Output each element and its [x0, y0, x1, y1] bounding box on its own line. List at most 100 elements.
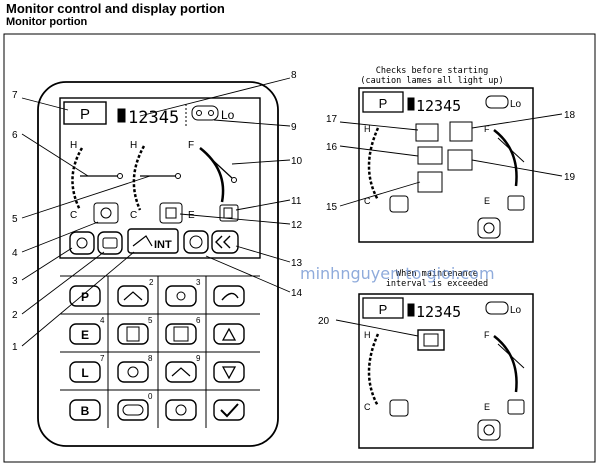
auto-decel-button: [97, 231, 123, 255]
mode-letter: P: [80, 106, 90, 123]
maint-note-1: When maintenance: [396, 269, 478, 279]
check-icon-engine-oil: [415, 123, 439, 142]
hydraulic-oil-icon: [159, 202, 183, 224]
key-6-maintenance: [165, 323, 197, 345]
svg-text:H: H: [364, 124, 371, 134]
callout-19: 19: [564, 172, 576, 183]
check-icon-oil-pressure: [417, 171, 443, 193]
svg-text:E: E: [81, 328, 89, 342]
svg-text:F: F: [484, 330, 490, 340]
svg-text:P: P: [379, 96, 388, 111]
key-l: [69, 361, 101, 383]
svg-text:C: C: [130, 210, 137, 221]
check-icon-charge: [417, 146, 443, 165]
svg-text:0: 0: [148, 392, 153, 401]
svg-text:6: 6: [196, 316, 201, 325]
leader-lines: [21, 77, 563, 347]
checks-panel: Checks before starting (caution lames al…: [358, 66, 534, 243]
svg-text:H: H: [130, 140, 137, 151]
key-return: [213, 285, 245, 307]
travel-speed-button: [69, 231, 95, 255]
callout-1: 1: [12, 342, 18, 353]
callout-20: 20: [318, 316, 330, 327]
callout-5: 5: [12, 214, 18, 225]
svg-text:C: C: [364, 196, 371, 206]
fuel-level-icon: [219, 204, 239, 222]
key-3-light: [165, 285, 197, 307]
callout-9: 9: [291, 122, 297, 133]
monitor-screen: [59, 97, 261, 259]
engine-oil-pressure-icon: [93, 202, 119, 224]
maint-note-2: interval is exceeded: [386, 279, 488, 289]
callout-6: 6: [12, 130, 18, 141]
svg-text:E: E: [484, 402, 490, 412]
callout-12: 12: [291, 220, 303, 231]
lo-indicator: [191, 105, 219, 121]
svg-text:E: E: [188, 210, 195, 221]
lo-label: Lo: [221, 108, 235, 122]
fuel-gauge-arc: [199, 147, 225, 203]
hour-meter: 12345: [128, 108, 179, 128]
int-label: INT: [154, 239, 172, 251]
callout-18: 18: [564, 110, 576, 121]
checks-note-1: Checks before starting: [376, 66, 489, 76]
key-b: [69, 399, 101, 421]
callout-13: 13: [291, 258, 303, 269]
svg-text:C: C: [364, 402, 371, 412]
maintenance-panel: When maintenance interval is exceeded P …: [358, 269, 534, 449]
wiper-int-button: [127, 228, 179, 254]
page-subtitle: Monitor portion: [6, 16, 88, 28]
key-8-swing: [117, 361, 149, 383]
key-5-menu: [117, 323, 149, 345]
callout-2: 2: [12, 310, 18, 321]
main-monitor: P 12345 Lo H H F C C E IN: [37, 81, 279, 447]
svg-text:3: 3: [196, 278, 201, 287]
key-p: [69, 285, 101, 307]
oil-gauge-arc: [132, 145, 146, 211]
monitor-housing: [37, 81, 279, 447]
watermark: minhnguyen to gioi.com: [300, 264, 495, 283]
coolant-gauge-arc: [71, 147, 84, 211]
preheat-button: [211, 230, 239, 254]
callout-17: 17: [326, 114, 338, 125]
svg-text:5: 5: [148, 316, 153, 325]
svg-text:F: F: [188, 140, 194, 151]
diagram-frame: [3, 33, 596, 463]
svg-text:H: H: [70, 140, 77, 151]
key-2-wiper: [117, 285, 149, 307]
callout-labels: 7 8 9 10 11 12 13 14 6 5 4 3 2 1 17 16 1…: [12, 70, 576, 353]
key-down: [213, 361, 245, 383]
mode-box: [63, 101, 107, 125]
svg-text:12345: 12345: [416, 303, 461, 321]
svg-text:Lo: Lo: [510, 99, 522, 110]
key-9-washer: [165, 361, 197, 383]
svg-text:Lo: Lo: [510, 305, 522, 316]
key-e: [69, 323, 101, 345]
callout-15: 15: [326, 202, 338, 213]
svg-text:4: 4: [100, 316, 105, 325]
check-icon-oil-level: [449, 121, 473, 142]
key-ac: [165, 399, 197, 421]
callout-14: 14: [291, 288, 303, 299]
maintenance-icon: [417, 329, 445, 351]
swing-lock-button: [183, 230, 209, 254]
svg-text:P: P: [81, 290, 89, 304]
key-up: [213, 323, 245, 345]
key-confirm: [213, 399, 245, 421]
svg-text:L: L: [81, 366, 88, 380]
svg-text:8: 8: [148, 354, 153, 363]
checks-note-2: (caution lames all light up): [360, 76, 503, 86]
check-icon-coolant: [447, 149, 473, 171]
callout-8: 8: [291, 70, 297, 81]
svg-text:H: H: [364, 330, 371, 340]
svg-text:P: P: [379, 302, 388, 317]
callout-7: 7: [12, 90, 18, 101]
svg-text:12345: 12345: [416, 97, 461, 115]
svg-text:C: C: [70, 210, 77, 221]
callout-11: 11: [291, 196, 302, 207]
keypad: P 2 3 E 4 5 6 L 7 8: [60, 275, 260, 428]
callout-16: 16: [326, 142, 338, 153]
svg-text:7: 7: [100, 354, 105, 363]
svg-text:2: 2: [149, 278, 154, 287]
